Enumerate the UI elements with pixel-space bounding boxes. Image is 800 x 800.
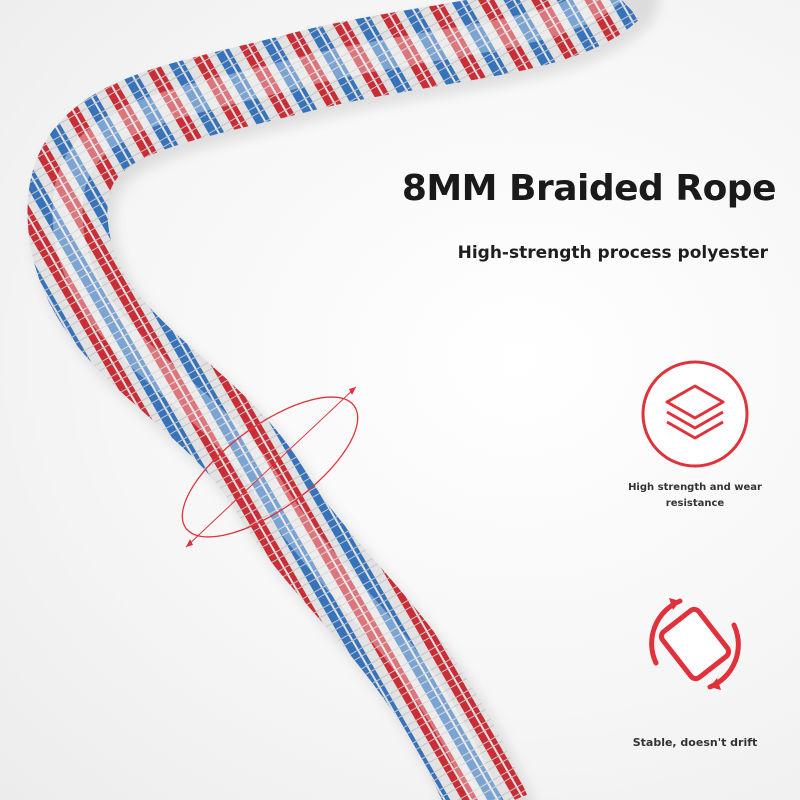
feature-strength-caption: High strength and wear resistance (605, 480, 785, 512)
layers-icon (641, 360, 749, 468)
product-subtitle: High-strength process polyester (457, 243, 768, 263)
feature-strength: High strength and wear resistance (605, 358, 785, 512)
feature-stable: Stable, doesn't drift (605, 585, 785, 751)
feature-strength-caption-line1: High strength and wear (628, 482, 762, 493)
feature-stable-caption: Stable, doesn't drift (632, 736, 758, 749)
feature-strength-caption-line2: resistance (665, 498, 725, 509)
product-title: 8MM Braided Rope (401, 168, 777, 209)
rotate-stable-icon (649, 598, 741, 690)
diameter-ring-marker (181, 386, 359, 548)
